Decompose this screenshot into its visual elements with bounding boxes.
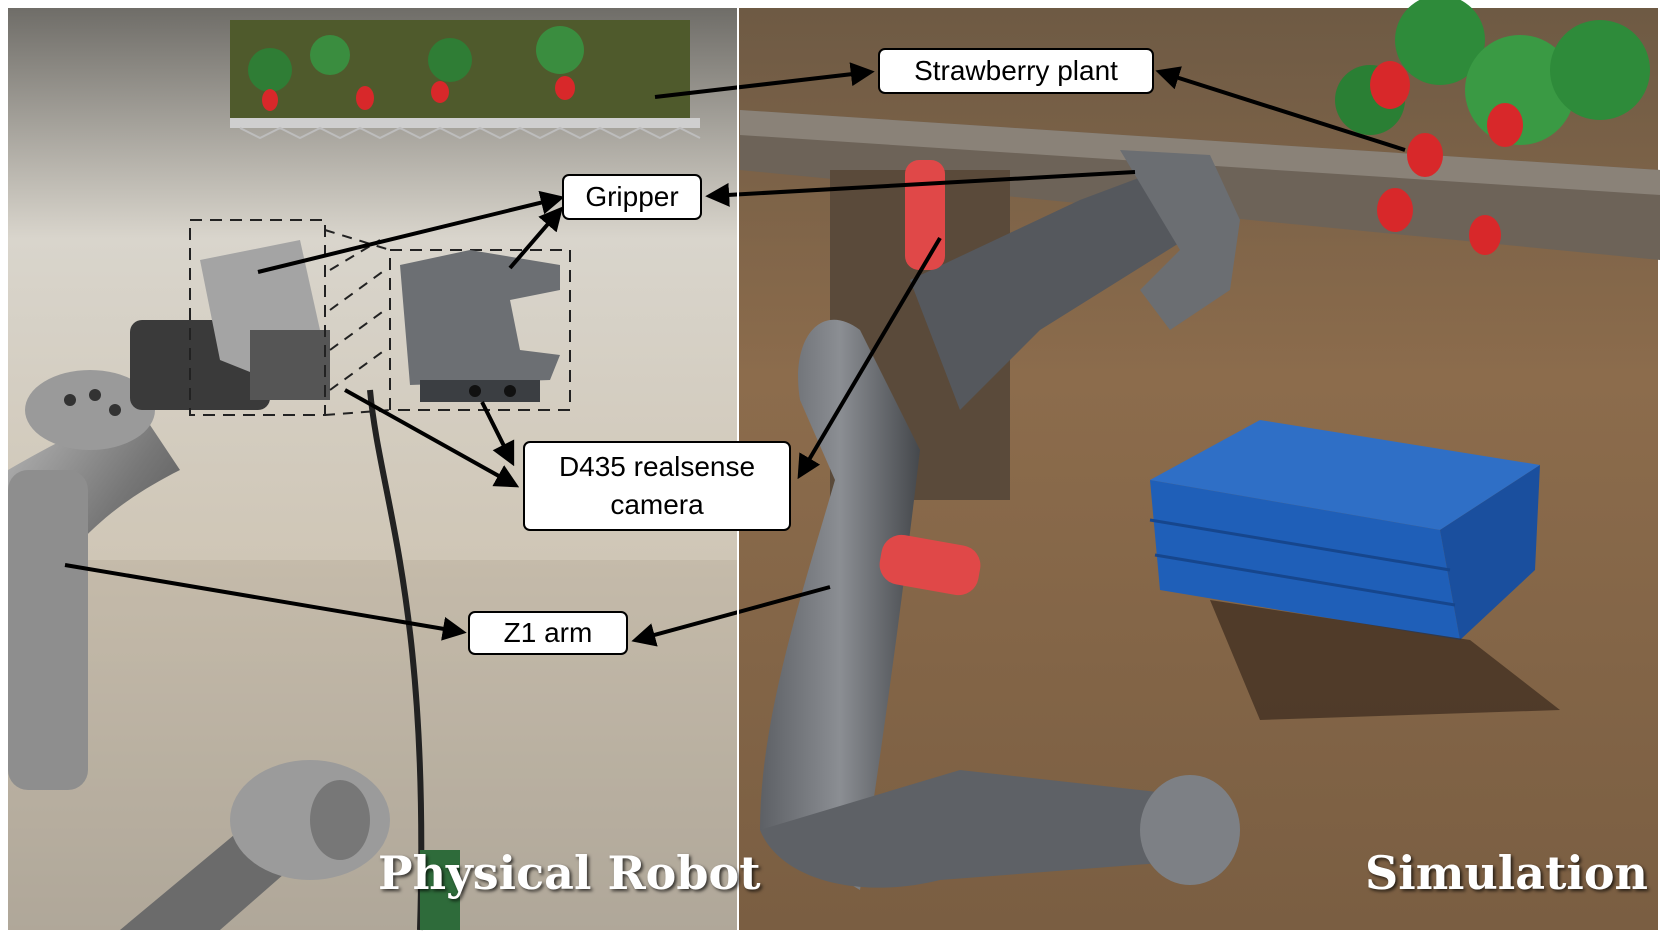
sim-strawberry-plant (1335, 0, 1650, 255)
label-camera-line2: camera (610, 489, 704, 520)
simulation-panel (738, 0, 1660, 930)
label-d435-camera: D435 realsense camera (523, 441, 791, 531)
sim-arm (760, 150, 1240, 890)
label-camera-line1: D435 realsense (558, 451, 756, 482)
arrow-gripper-physical (257, 190, 565, 274)
arrow-z1-sim (631, 585, 831, 647)
arrow-camera-physical (344, 388, 520, 488)
physical-plant-shelf (230, 20, 701, 140)
arrow-plant-physical (654, 62, 875, 99)
annotation-arrows (64, 62, 1406, 647)
arrow-gripper-model (508, 206, 564, 270)
label-strawberry-plant: Strawberry plant (878, 48, 1154, 94)
arrow-camera-sim (797, 236, 942, 480)
gripper-model (400, 250, 560, 402)
arrow-z1-physical (64, 563, 467, 641)
label-strawberry-plant-text: Strawberry plant (914, 55, 1118, 86)
label-gripper-text: Gripper (585, 181, 679, 212)
caption-simulation: Simulation (1365, 846, 1648, 900)
arrow-plant-sim (1155, 66, 1406, 152)
label-z1-arm-text: Z1 arm (503, 617, 593, 648)
arrow-camera-model (480, 401, 515, 467)
physical-arm (8, 240, 460, 931)
caption-physical-robot: Physical Robot (378, 846, 761, 900)
label-gripper: Gripper (562, 174, 702, 220)
sim-blue-crate (1149, 420, 1560, 720)
label-z1-arm: Z1 arm (468, 611, 628, 655)
arrow-gripper-sim (705, 170, 1136, 207)
